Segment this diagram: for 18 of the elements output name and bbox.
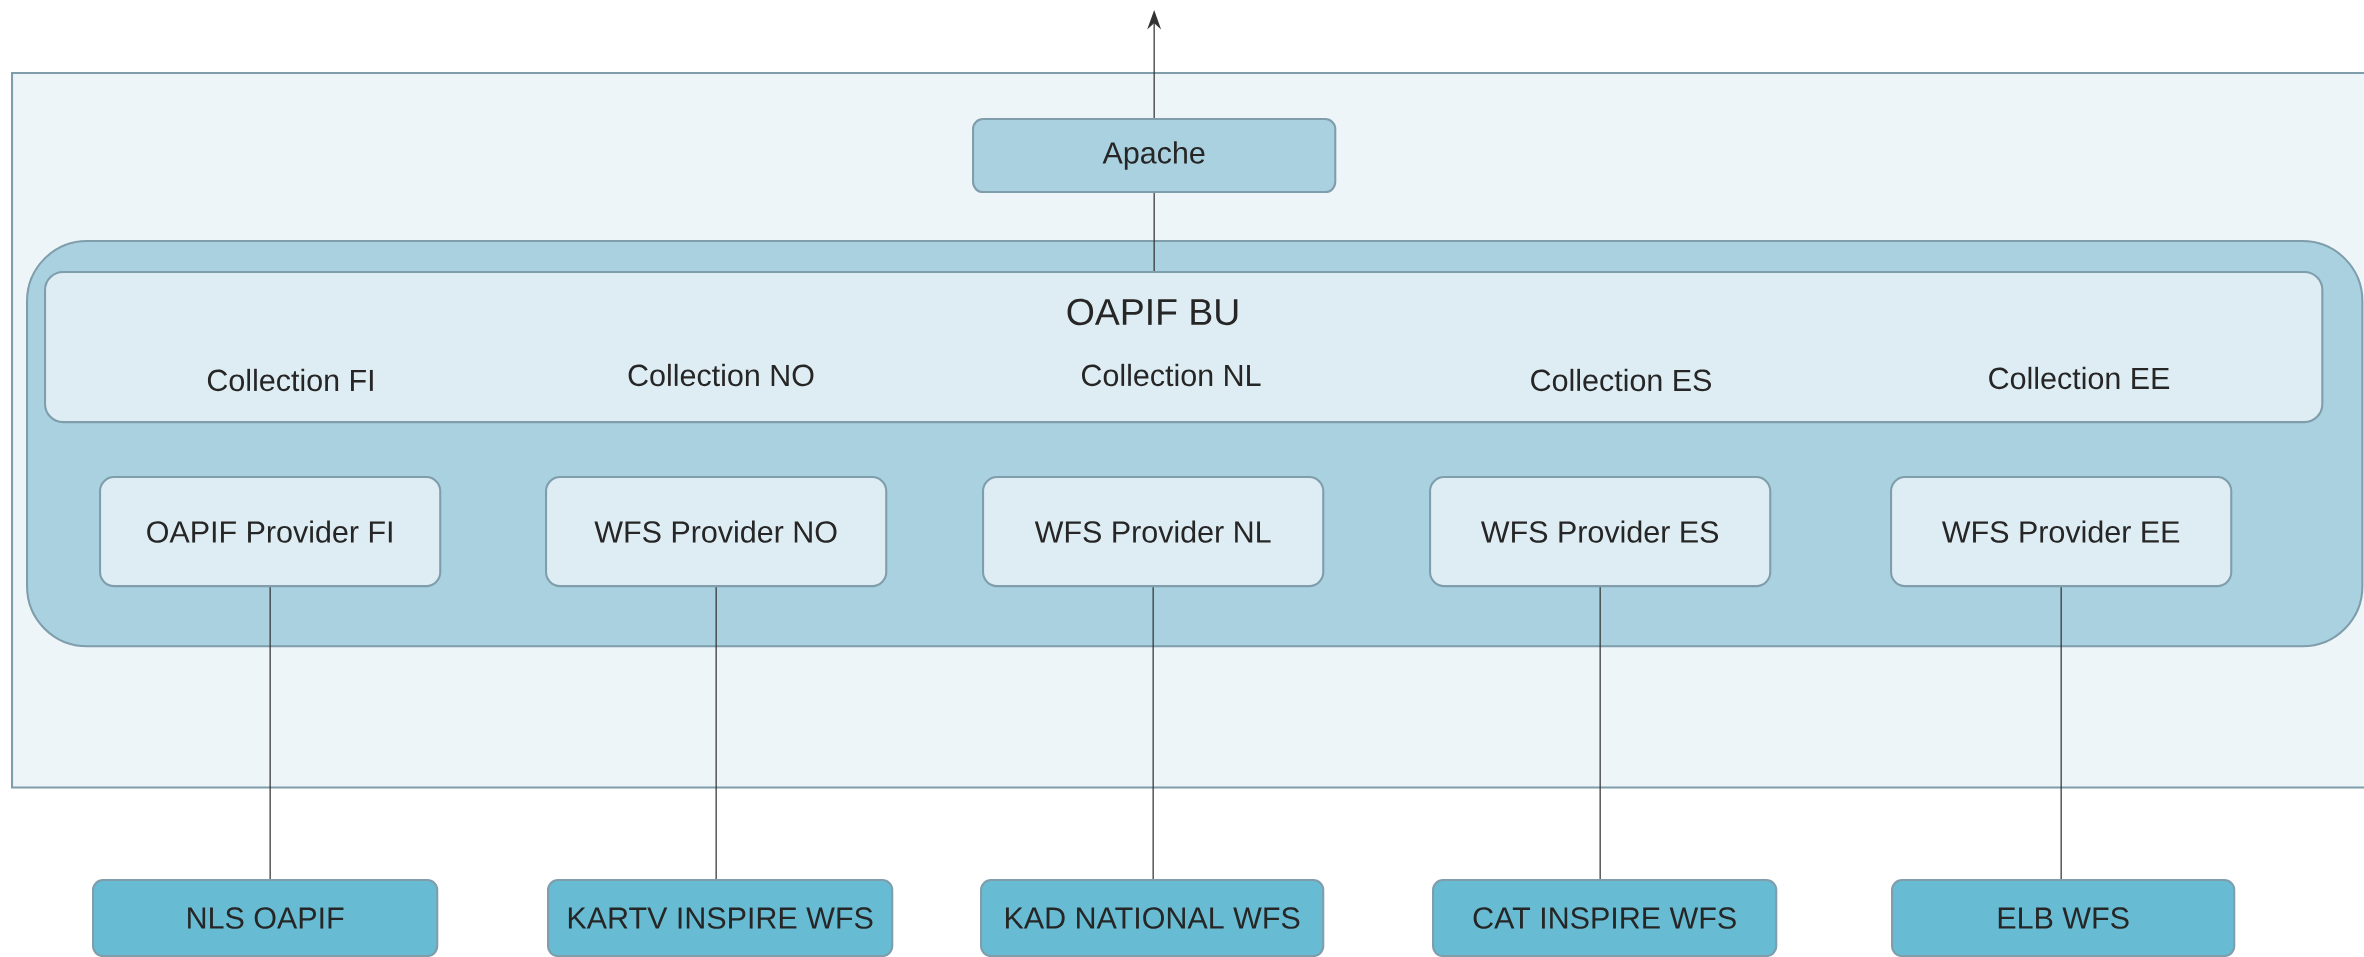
connector-line [715,586,717,880]
provider-box: WFS Provider EE [1890,476,2233,588]
apache-box: Apache [972,118,1337,194]
collection-panel: OAPIF BU Collection FI Collection NO Collection NL Collection ES Collection EE [44,271,2324,424]
service-box: CAT INSPIRE WFS [1432,879,1778,957]
provider-box: WFS Provider NO [545,476,888,588]
provider-box: OAPIF Provider FI [99,476,442,588]
service-box: ELB WFS [1891,879,2236,957]
provider-box: WFS Provider NL [982,476,1325,588]
connector-line [2060,586,2062,880]
connector-line [269,586,271,880]
connector-line [1153,192,1155,272]
service-box: NLS OAPIF [92,879,439,957]
connector-line [1599,586,1601,880]
connector-line [1152,586,1154,880]
service-box: KARTV INSPIRE WFS [547,879,894,957]
service-box: KAD NATIONAL WFS [980,879,1325,957]
provider-box: WFS Provider ES [1429,476,1772,588]
